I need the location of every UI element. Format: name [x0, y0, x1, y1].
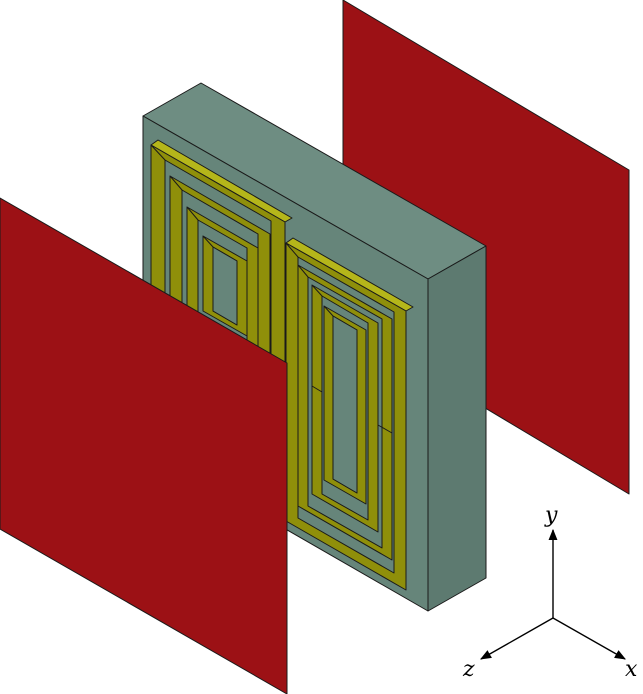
substrate-side-face — [427, 245, 487, 612]
axes-triad: y x z — [462, 503, 638, 682]
coil-right-ring-2 — [297, 264, 393, 561]
resonator-coil-right — [285, 237, 414, 591]
coil-right-ring-3 — [311, 284, 379, 533]
z-axis-arrow — [480, 617, 554, 660]
x-axis-arrow — [552, 617, 626, 660]
front-plate — [0, 197, 288, 694]
y-axis-label: y — [544, 503, 558, 528]
z-axis-label: z — [462, 657, 475, 682]
x-axis-label: x — [625, 657, 638, 682]
